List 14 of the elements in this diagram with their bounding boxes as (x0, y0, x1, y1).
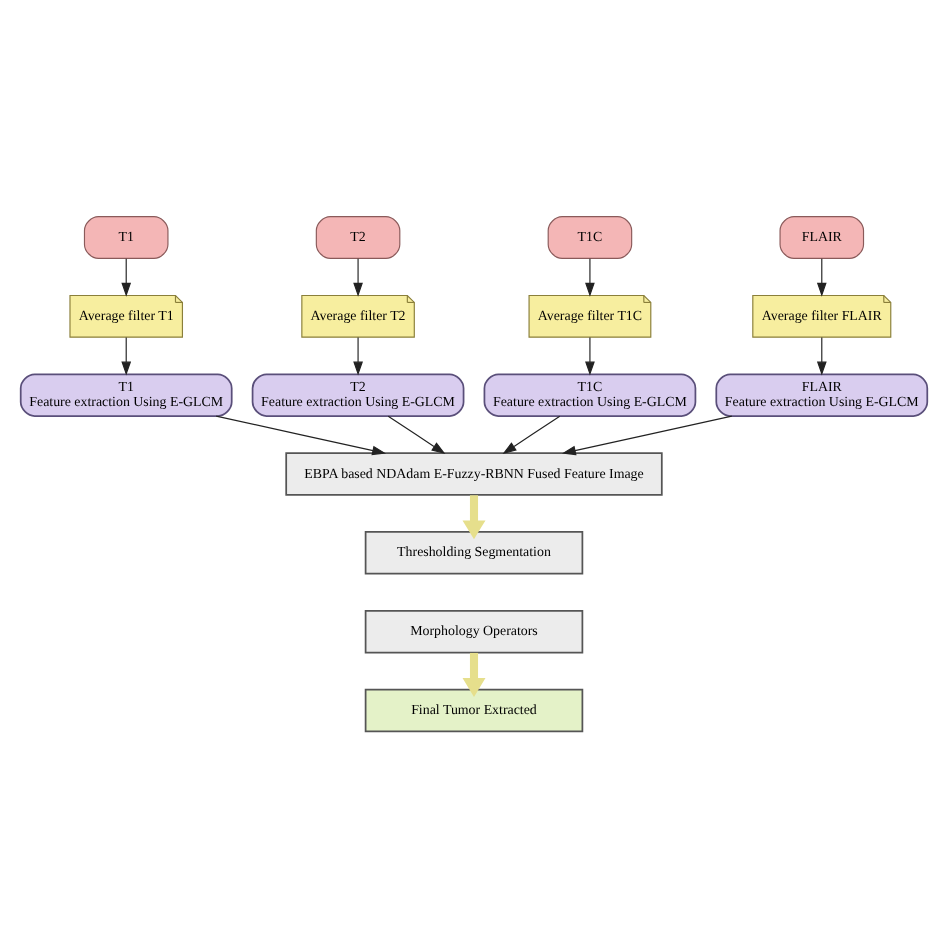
arrow (353, 258, 363, 297)
arrow (121, 337, 132, 376)
arrow (585, 337, 595, 376)
arrow (462, 652, 486, 697)
arrow (816, 258, 827, 297)
arrow (121, 258, 132, 297)
arrow (215, 415, 387, 456)
arrow (502, 415, 561, 454)
arrow (816, 337, 827, 376)
arrow (462, 495, 486, 540)
arrow (353, 337, 363, 376)
arrow (387, 415, 446, 454)
arrow (561, 415, 733, 456)
arrow (585, 258, 595, 297)
